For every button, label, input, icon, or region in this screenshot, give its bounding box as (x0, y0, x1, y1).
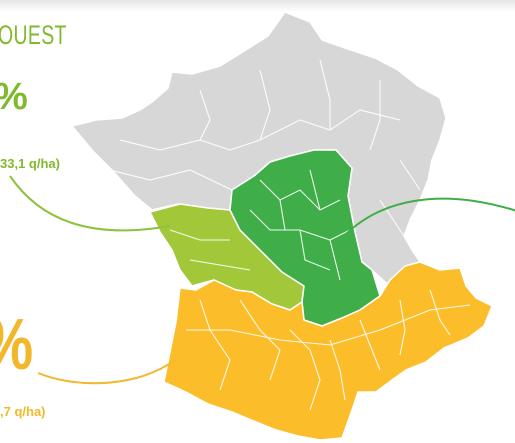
region-title: OUEST (0, 20, 67, 50)
department-borders (109, 59, 471, 411)
percent-bottom: % (0, 304, 33, 386)
leader-line-south-west (37, 359, 176, 385)
region-south-west (163, 261, 493, 441)
yield-top: 33,1 q/ha) (0, 156, 60, 171)
yield-bottom: ,7 q/ha) (0, 404, 46, 419)
top-shadow-band (0, 0, 515, 12)
leader-line-west (9, 175, 171, 232)
percent-top: % (0, 76, 28, 119)
leader-line-centre (343, 197, 515, 237)
